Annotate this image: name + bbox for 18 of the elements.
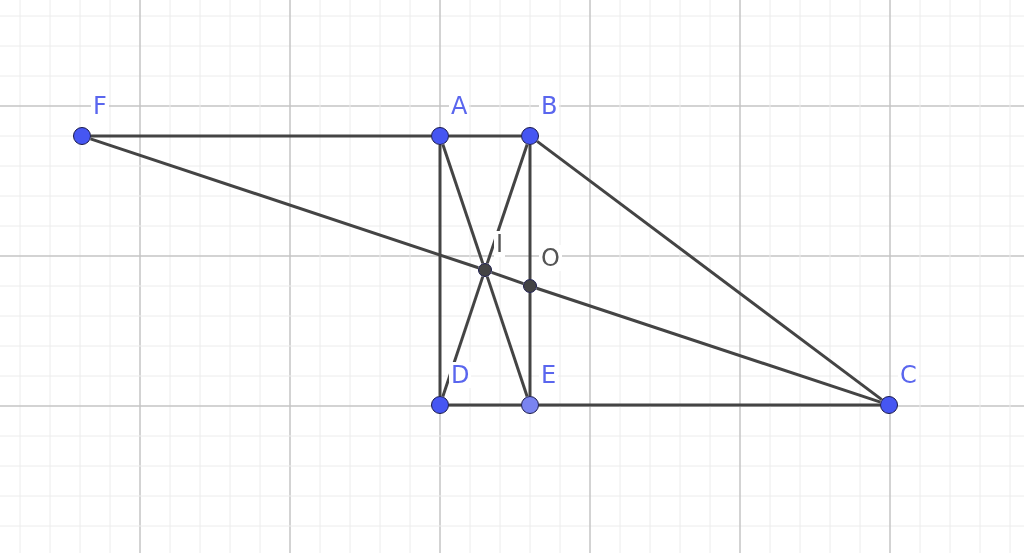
- line-segment: [441, 144, 485, 264]
- point-label: D: [449, 362, 472, 388]
- line-segment: [485, 276, 529, 397]
- line-segment: [491, 270, 524, 286]
- line-segment: [528, 145, 532, 279]
- line-segment: [528, 293, 532, 396]
- line-segment: [90, 137, 479, 270]
- line-segment: [485, 144, 529, 264]
- line-segment: [536, 140, 883, 401]
- point-label: O: [539, 245, 562, 271]
- line-segment: [441, 276, 485, 397]
- line-segment: [438, 145, 442, 396]
- line-segment: [449, 134, 521, 138]
- line-segment: [539, 403, 880, 407]
- line-segment: [449, 403, 521, 407]
- line-segment: [536, 286, 881, 404]
- line-segment: [91, 134, 431, 138]
- point-label: I: [494, 231, 506, 257]
